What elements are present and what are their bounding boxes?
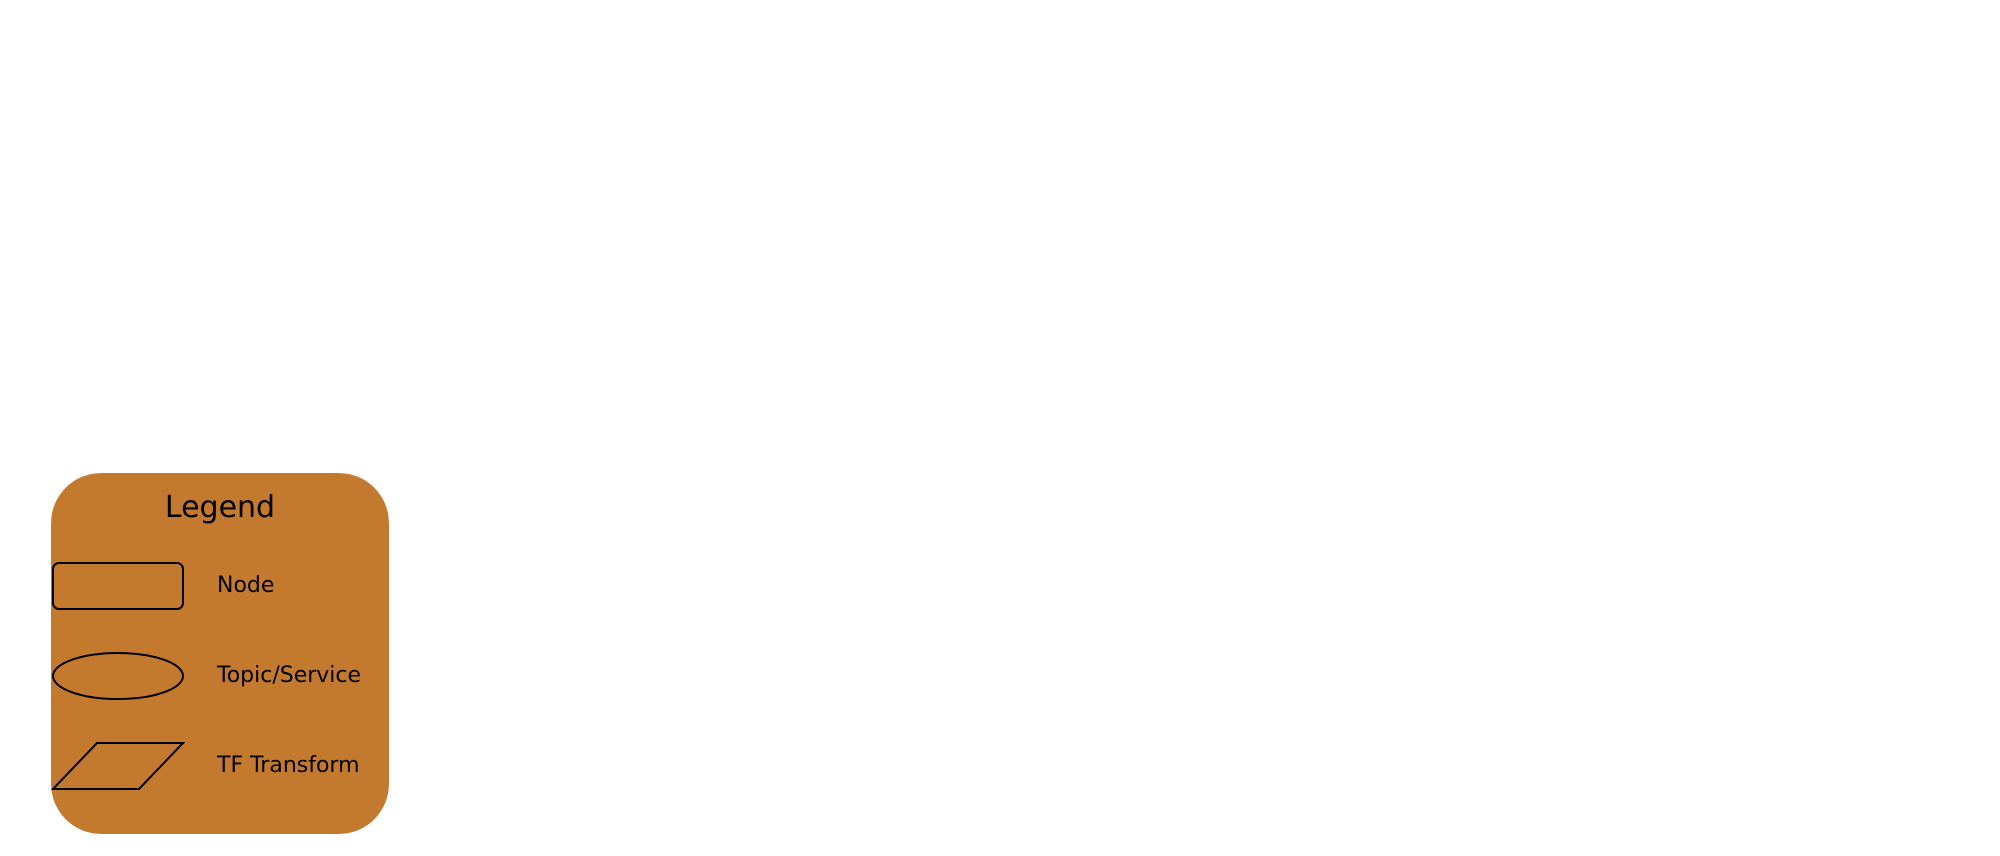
node-shape-icon	[52, 562, 184, 610]
legend-box: Legend Node Topic/Service TF Transform	[51, 473, 389, 834]
tf-transform-shape-icon	[51, 742, 185, 790]
legend-title: Legend	[164, 490, 276, 525]
topic-service-shape-icon	[52, 652, 184, 700]
legend-item-topic-service: Topic/Service	[51, 651, 389, 701]
legend-item-label: TF Transform	[217, 753, 360, 778]
legend-item-node: Node	[51, 561, 389, 611]
legend-item-label: Topic/Service	[217, 663, 362, 688]
legend-item-label: Node	[217, 573, 275, 598]
legend-item-tf-transform: TF Transform	[51, 741, 389, 791]
